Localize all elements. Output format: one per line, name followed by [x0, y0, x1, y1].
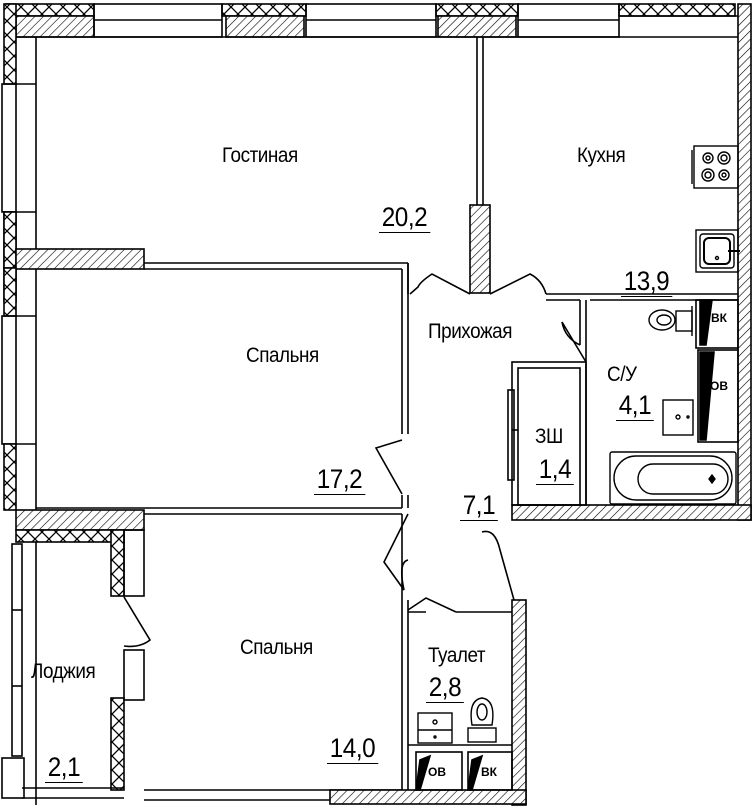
room-area-bedroom-2: 14,0 [327, 733, 378, 764]
room-area-bathroom: 4,1 [616, 390, 654, 421]
room-area-toilet: 2,8 [426, 672, 464, 703]
kitchen-sink-icon [695, 229, 740, 273]
room-area-kitchen: 13,9 [621, 266, 672, 297]
bath-toilet-icon [648, 306, 693, 336]
riser-label-bathroom-water: ВК [711, 311, 727, 325]
stove-icon [691, 145, 739, 189]
room-area-living: 20,2 [379, 202, 430, 233]
exterior-wall-left [1, 3, 145, 805]
room-name-living: Гостиная [222, 144, 298, 167]
interior-walls [36, 37, 738, 806]
riser-label-toilet-heating: ОВ [428, 765, 446, 779]
room-name-kitchen: Кухня [577, 144, 626, 167]
room-name-bathroom: С/У [607, 363, 637, 386]
toilet-icon [467, 697, 497, 743]
bathtub-icon [609, 451, 737, 505]
exterior-wall-right [511, 3, 752, 521]
riser-label-toilet-water: ВК [481, 765, 497, 779]
riser-label-bathroom-heating: ОВ [710, 379, 728, 393]
exterior-wall-top [5, 3, 740, 38]
room-name-bedroom-2: Спальня [240, 636, 313, 659]
bathroom-risers [695, 299, 739, 443]
room-area-hallway: 7,1 [460, 490, 498, 521]
room-name-toilet: Туалет [428, 644, 486, 667]
room-area-loggia: 2,1 [45, 752, 83, 783]
room-name-closet: ЗШ [535, 425, 563, 448]
room-name-hallway: Прихожая [428, 320, 512, 343]
washbasin-icon [662, 399, 694, 436]
room-name-bedroom-1: Спальня [246, 344, 319, 367]
room-area-closet: 1,4 [536, 454, 574, 485]
toilet-risers [408, 744, 513, 791]
loggia-walls [1, 529, 152, 799]
toilet-washbasin-icon [417, 712, 453, 744]
room-name-loggia: Лоджия [31, 660, 96, 683]
room-area-bedroom-1: 17,2 [314, 464, 365, 495]
